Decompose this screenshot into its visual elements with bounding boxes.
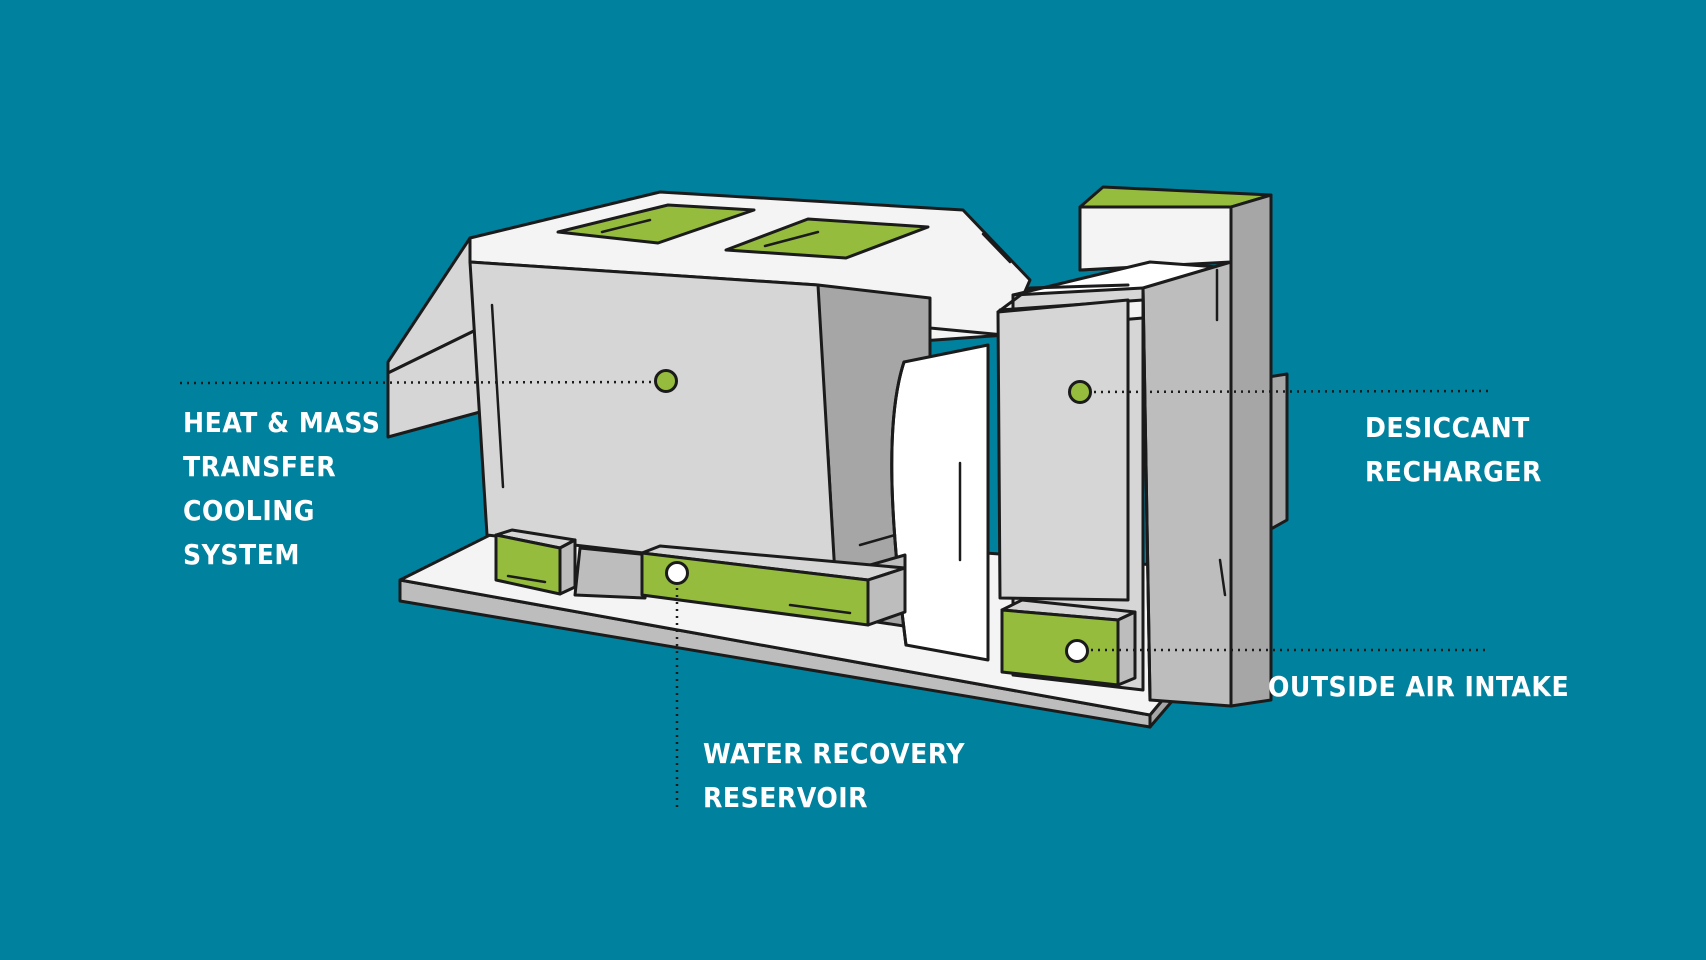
unit-drawing — [386, 185, 1289, 729]
desiccant-recharger-front — [996, 283, 1130, 602]
label-outside-air-intake: OUTSIDE AIR INTAKE — [1268, 665, 1569, 709]
left-green-drawer — [494, 528, 577, 596]
marker-heat-mass — [654, 369, 678, 393]
label-line: SYSTEM — [183, 538, 300, 571]
label-line: OUTSIDE AIR INTAKE — [1268, 670, 1570, 703]
label-desiccant-recharger: DESICCANT RECHARGER — [1365, 406, 1542, 494]
marker-air-intake — [1065, 639, 1089, 663]
label-line: DESICCANT — [1365, 411, 1530, 444]
main-cabinet-front — [468, 260, 837, 577]
water-reservoir-drawer — [640, 544, 907, 627]
label-heat-mass-transfer-cooling-system: HEAT & MASS TRANSFER COOLING SYSTEM — [183, 401, 380, 577]
left-hood — [386, 236, 482, 439]
label-line: WATER RECOVERY — [703, 737, 965, 770]
marker-water — [665, 561, 689, 585]
marker-desiccant — [1068, 380, 1092, 404]
label-water-recovery-reservoir: WATER RECOVERY RESERVOIR — [703, 732, 965, 820]
air-intake-box — [1000, 598, 1137, 687]
markers — [654, 369, 1092, 663]
label-line: TRANSFER — [183, 450, 337, 483]
label-line: HEAT & MASS — [183, 406, 381, 439]
leader-lines — [179, 380, 1491, 812]
label-line: RECHARGER — [1365, 455, 1542, 488]
label-line: RESERVOIR — [703, 781, 869, 814]
label-line: COOLING — [183, 494, 315, 527]
